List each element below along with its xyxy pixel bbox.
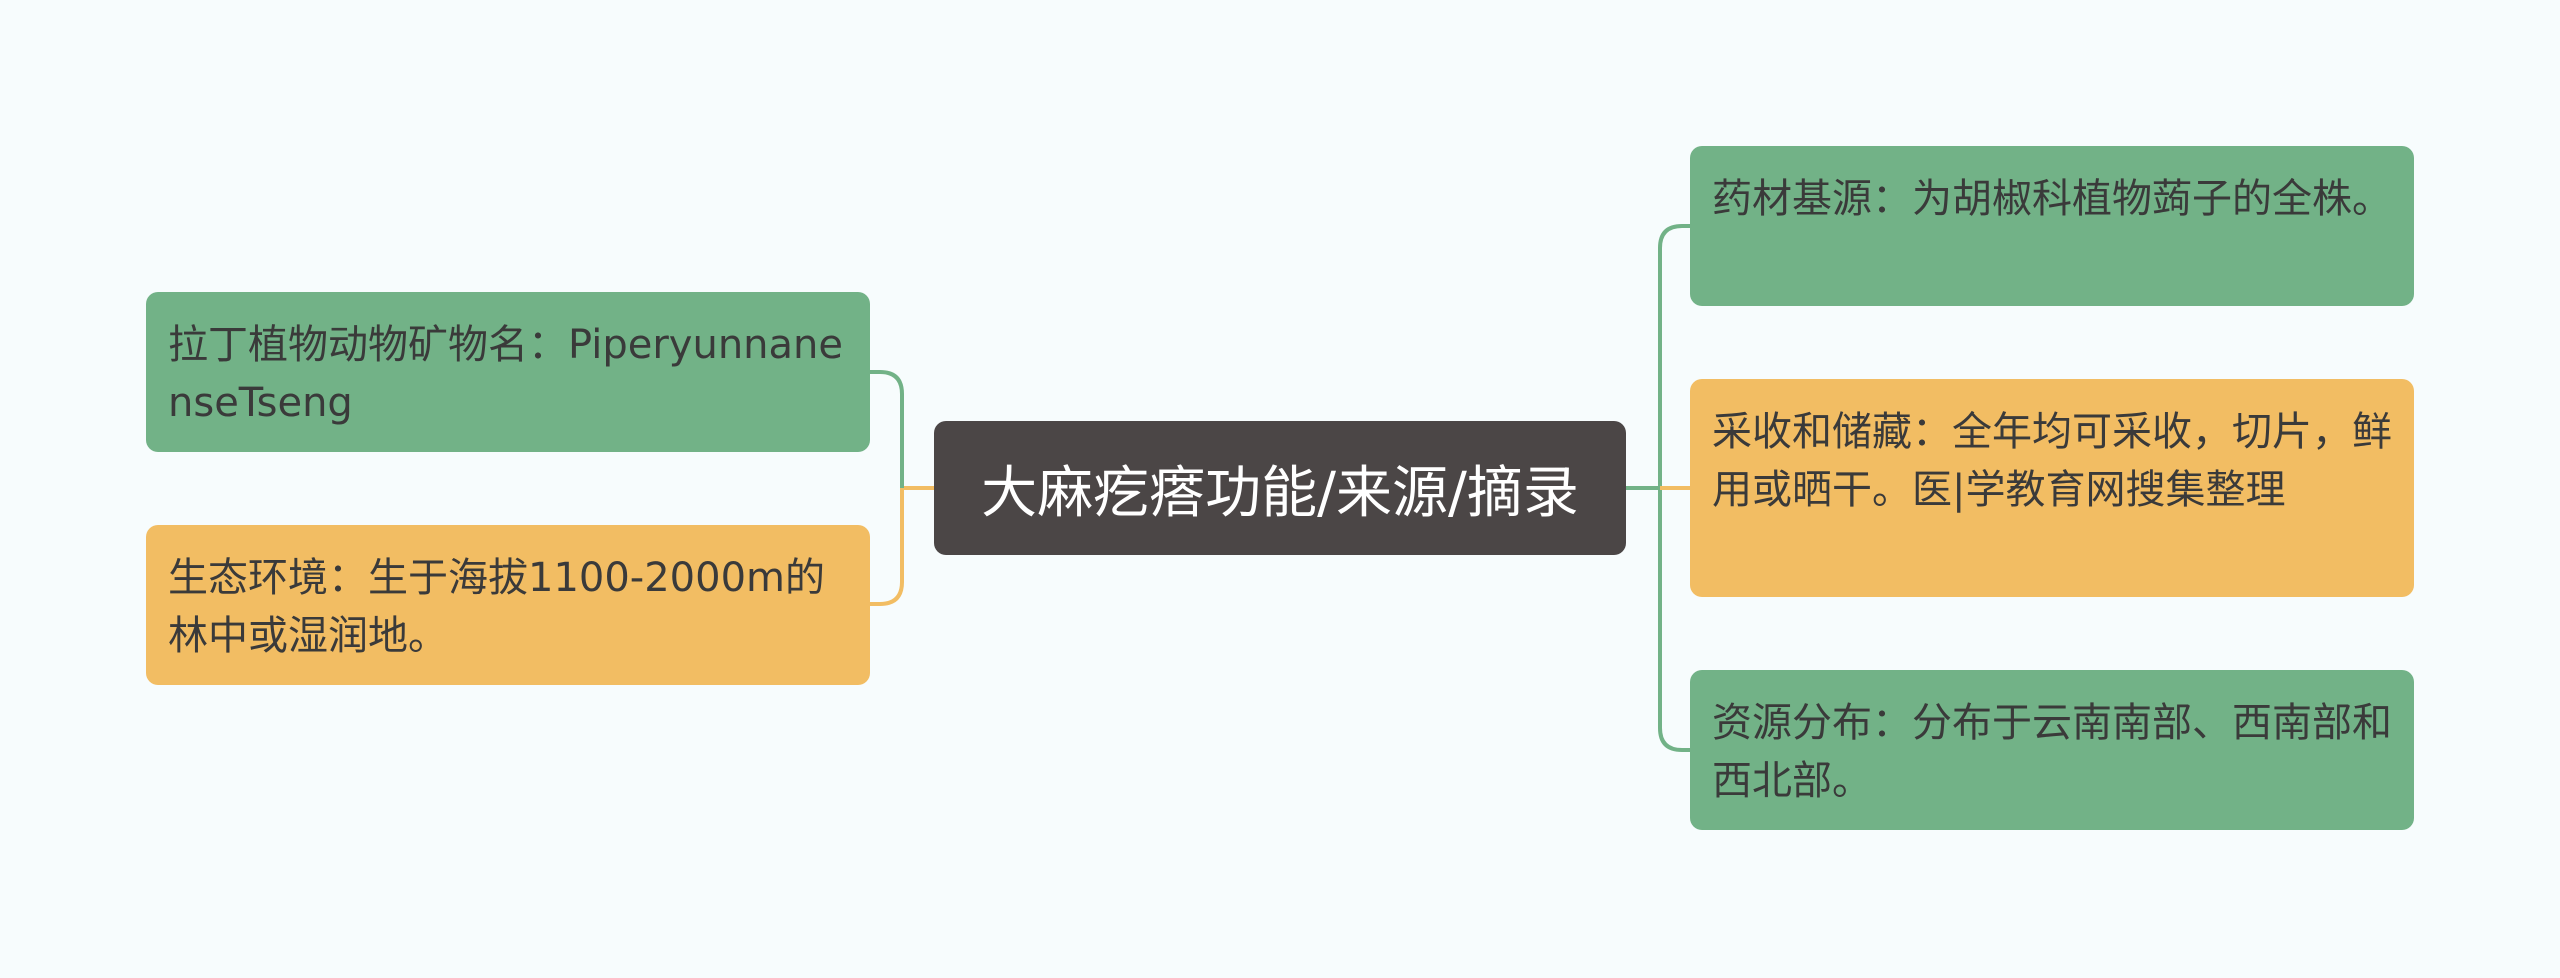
right-branch-harvest[interactable]: 采收和储藏：全年均可采收，切片，鲜用或晒干。医|学教育网搜集整理 [1690,379,2414,597]
connector-left-2 [870,488,904,606]
left-branch-latin-name-text: 拉丁植物动物矿物名：PiperyunnanenseTseng [168,322,843,426]
connector-right-1 [1658,224,1690,249]
left-branch-habitat-text: 生态环境：生于海拔1100-2000m的林中或湿润地。 [168,555,825,659]
central-topic-label: 大麻疙瘩功能/来源/摘录 [981,460,1579,526]
right-branch-distribution[interactable]: 资源分布：分布于云南南部、西南部和西北部。 [1690,670,2414,830]
central-topic[interactable]: 大麻疙瘩功能/来源/摘录 [934,421,1626,555]
connector-right-3 [1658,727,1690,752]
right-branch-harvest-text: 采收和储藏：全年均可采收，切片，鲜用或晒干。医|学教育网搜集整理 [1712,409,2392,513]
left-branch-habitat[interactable]: 生态环境：生于海拔1100-2000m的林中或湿润地。 [146,525,870,685]
right-branch-source-text: 药材基源：为胡椒科植物蒟子的全株。 [1712,176,2392,222]
left-branch-latin-name[interactable]: 拉丁植物动物矿物名：PiperyunnanenseTseng [146,292,870,452]
right-branch-distribution-text: 资源分布：分布于云南南部、西南部和西北部。 [1712,700,2392,804]
connector-left-1 [870,370,904,488]
right-branch-source[interactable]: 药材基源：为胡椒科植物蒟子的全株。 [1690,146,2414,306]
